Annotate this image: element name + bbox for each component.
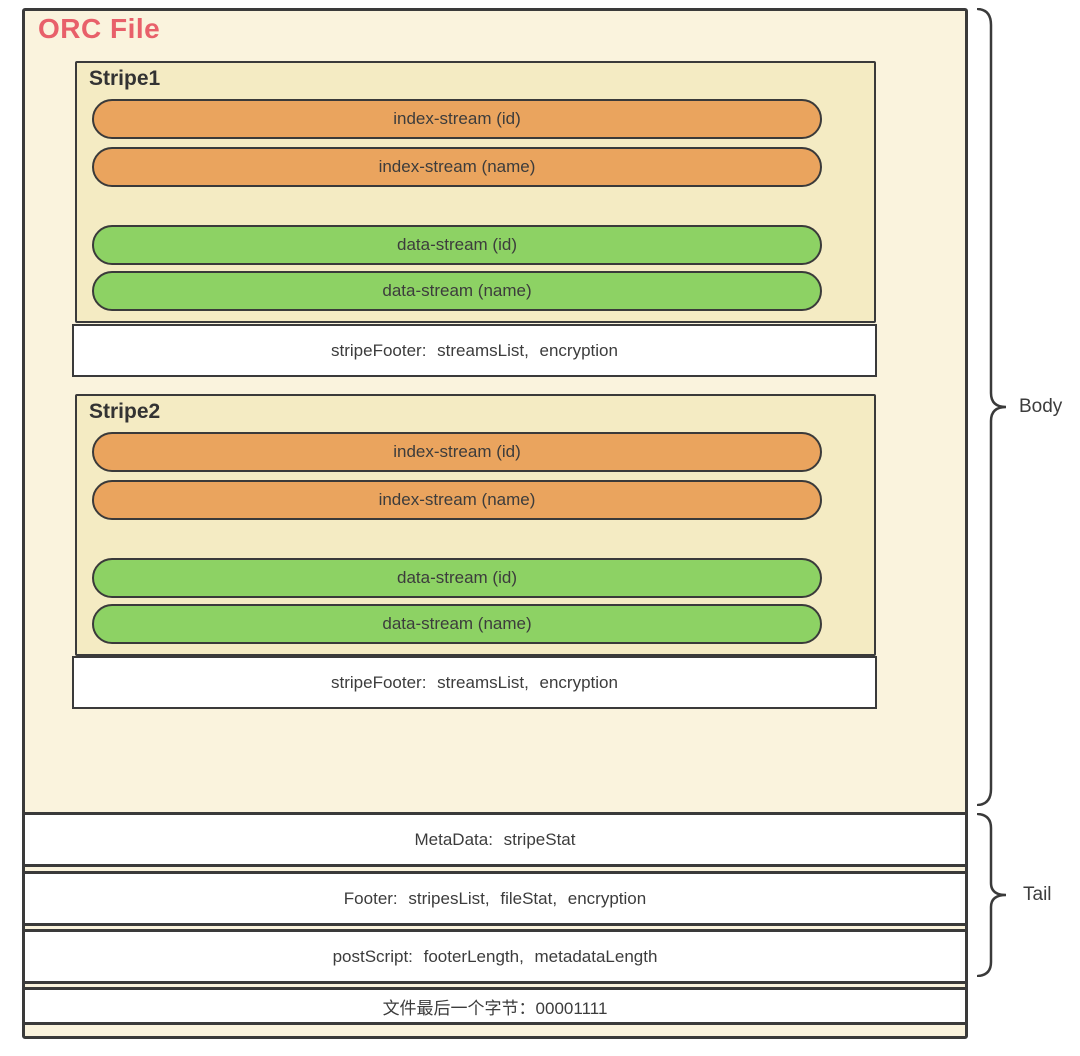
stripe2-data-stream-name: data-stream (name) (92, 604, 822, 644)
stripe1-data-stream-name: data-stream (name) (92, 271, 822, 311)
tail-brace-icon (977, 813, 1007, 977)
stripe2-index-stream-name: index-stream (name) (92, 480, 822, 520)
orc-file-title: ORC File (38, 13, 161, 44)
stripe1-title: Stripe1 (89, 67, 161, 90)
body-label: Body (1019, 396, 1063, 417)
footer-row: Footer: stripesList, fileStat, encryptio… (25, 871, 965, 926)
stripe2-title: Stripe2 (89, 400, 161, 423)
last-byte-row: 文件最后一个字节：00001111 (25, 987, 965, 1025)
metadata-row: MetaData: stripeStat (25, 812, 965, 867)
stripe2-data-stream-id: data-stream (id) (92, 558, 822, 598)
stripe1-box: Stripe1 index-stream (id) index-stream (… (75, 61, 876, 323)
tail-label: Tail (1023, 884, 1052, 905)
stripe1-index-stream-name: index-stream (name) (92, 147, 822, 187)
stripe1-index-stream-id: index-stream (id) (92, 99, 822, 139)
body-brace-icon (977, 8, 1007, 806)
stripe2-index-stream-id: index-stream (id) (92, 432, 822, 472)
orc-file-container: ORC File Stripe1 index-stream (id) index… (22, 8, 968, 1039)
postscript-row: postScript: footerLength, metadataLength (25, 929, 965, 984)
stripe2-footer: stripeFooter: streamsList, encryption (72, 656, 877, 709)
stripe1-data-stream-id: data-stream (id) (92, 225, 822, 265)
stripe1-footer: stripeFooter: streamsList, encryption (72, 324, 877, 377)
stripe2-box: Stripe2 index-stream (id) index-stream (… (75, 394, 876, 656)
